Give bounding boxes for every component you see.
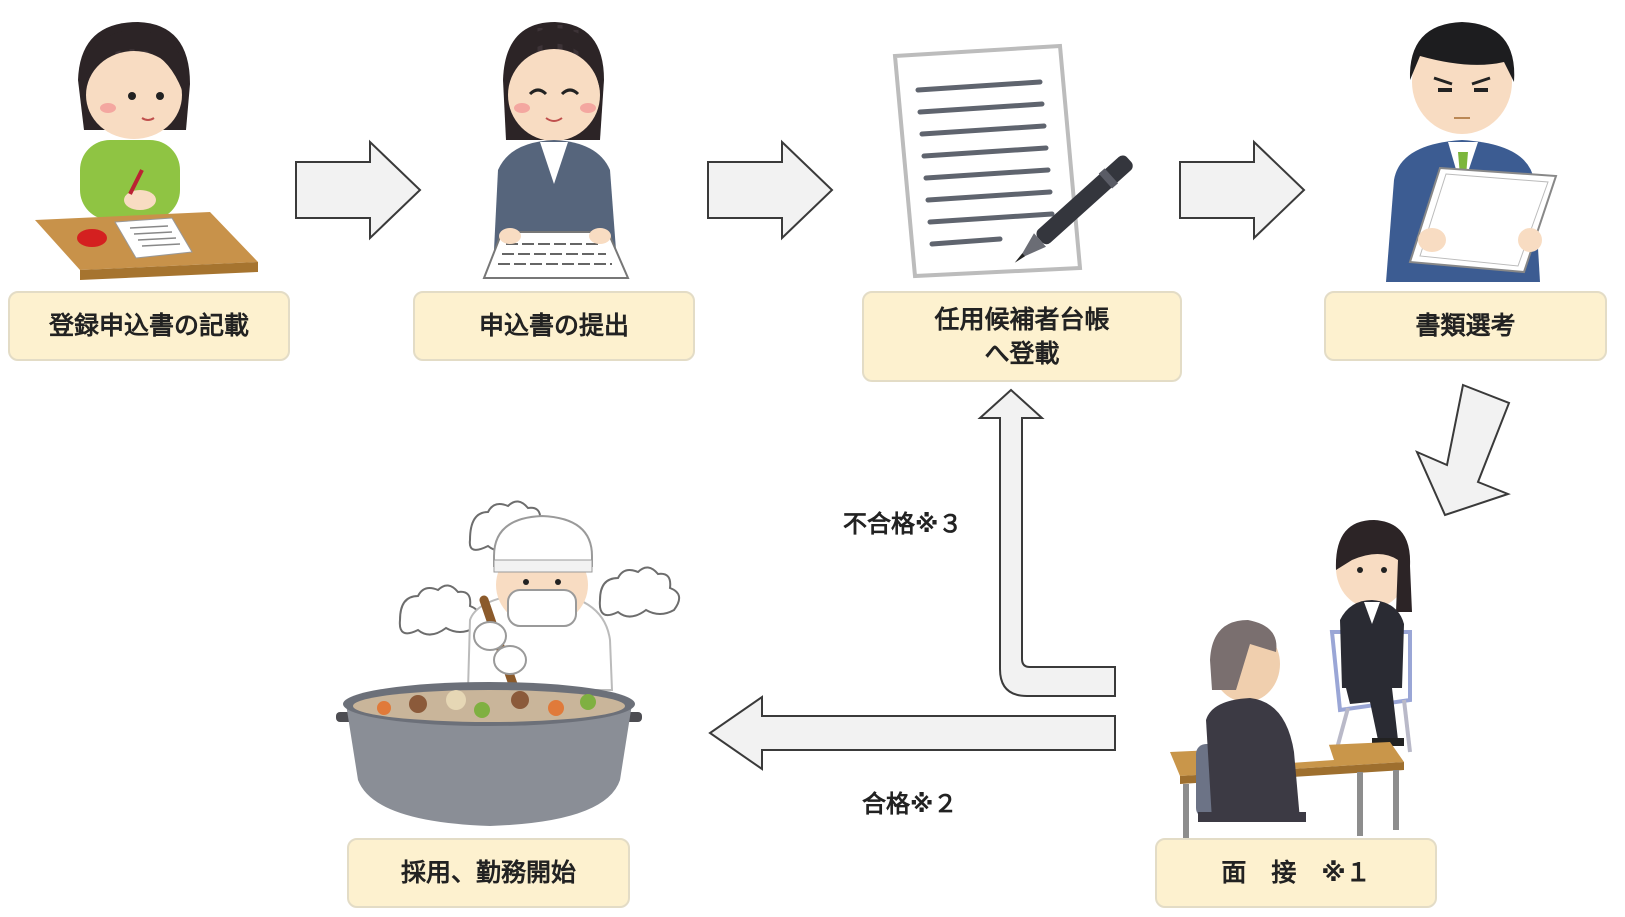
arrow-right-1 [295,139,422,241]
step-box-application-entry: 登録申込書の記載 [8,291,290,361]
fail-label: 不合格※３ [843,510,963,538]
interview-scene-icon [1170,520,1412,838]
step-label-hiring: 採用、勤務開始 [400,858,576,888]
arrow-down-left [1415,383,1511,517]
step-label-document-screening: 書類選考 [1415,311,1516,341]
woman-submitting-document-icon [482,22,630,279]
step-box-interview: 面 接 ※１ [1155,838,1437,908]
man-reviewing-papers-icon [1386,22,1558,282]
arrow-fail-return [977,388,1116,697]
arrow-right-2 [707,139,834,241]
step-label-interview: 面 接 ※１ [1221,858,1371,888]
arrow-pass-left [708,695,1116,771]
arrow-right-3 [1179,139,1306,241]
step-box-submission: 申込書の提出 [413,291,695,361]
step-box-document-screening: 書類選考 [1324,291,1607,361]
step-box-registry: 任用候補者台帳 へ登載 [862,291,1182,382]
woman-writing-application-icon [35,22,258,280]
step-label-application-entry: 登録申込書の記載 [48,311,249,341]
school-lunch-cook-icon [336,500,681,826]
pass-label: 合格※２ [862,790,958,818]
step-box-hiring: 採用、勤務開始 [347,838,630,908]
step-label-submission: 申込書の提出 [478,311,629,341]
step-label-registry: 任用候補者台帳 へ登載 [934,304,1110,368]
document-and-pen-icon [892,43,1133,279]
